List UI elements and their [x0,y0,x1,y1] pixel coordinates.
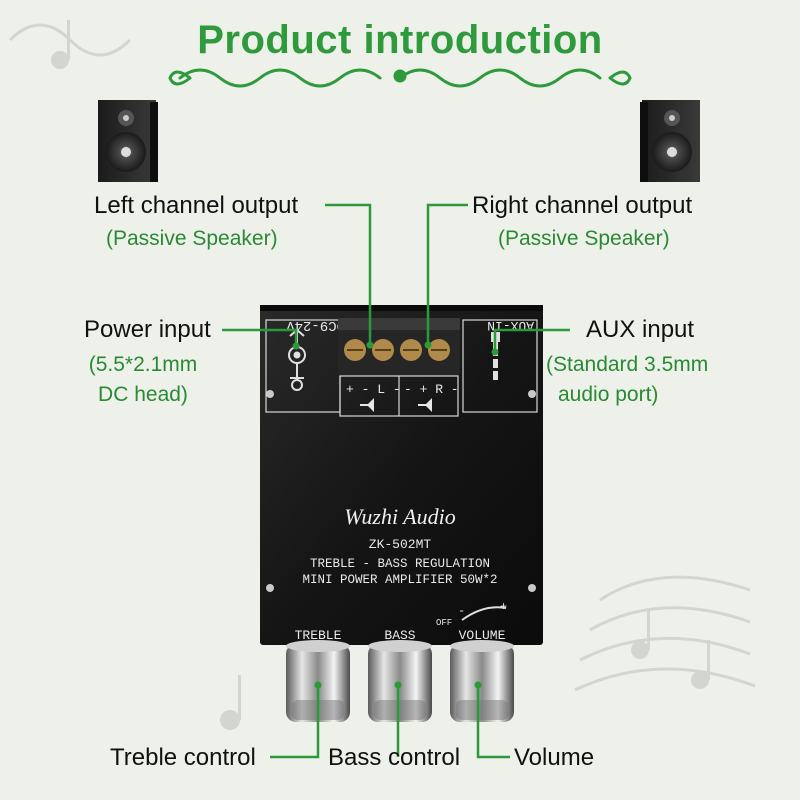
aux-input-label: AUX input [586,316,695,343]
left-channel-output-label: Left channel output [94,192,299,219]
aux-input-note: (Standard 3.5mm audio port) [546,350,726,410]
bass-control-label: Bass control [328,744,461,771]
right-speaker-icon [640,100,700,182]
left-speaker-icon [98,100,158,182]
right-terminal-label: - + R - [404,382,459,397]
page-title: Product introduction [197,18,603,62]
leader-endpoint-dots [292,341,499,689]
bass-knob-label: BASS [384,628,415,643]
power-input-label: Power input [84,316,211,343]
power-note-line2: DC head) [98,383,188,406]
volume-arc-icon [461,606,507,621]
music-note-icon [51,20,710,730]
aux-note-line2: audio port) [558,383,659,406]
bass-knob[interactable] [368,640,432,722]
board-line1-text: TREBLE - BASS REGULATION [310,557,490,571]
power-input-note: (5.5*2.1mm DC head) [88,350,198,410]
brand-text: Wuzhi Audio [344,504,455,529]
ornament-divider [168,68,632,88]
speaker-terminal-block [344,339,450,361]
treble-control-label: Treble control [110,744,256,771]
treble-knob-label: TREBLE [295,628,342,643]
power-rating-text: DC9-24V [286,317,345,333]
leader-lines [222,203,570,759]
amplifier-board: DC9-24V + - L - - + R - [260,305,543,645]
off-text: OFF [436,618,452,628]
model-text: ZK-502MT [369,537,432,552]
power-note-line1: (5.5*2.1mm [88,353,198,376]
volume-label: Volume [514,744,595,771]
volume-knob[interactable] [450,640,514,722]
volume-knob-label: VOLUME [459,628,506,643]
right-channel-output-label: Right channel output [472,192,693,219]
minus-text: - [458,604,465,618]
speaker-symbol-icon [360,398,432,412]
aux-note-line1: (Standard 3.5mm [546,353,709,376]
left-channel-note: (Passive Speaker) [106,227,278,250]
right-channel-note: (Passive Speaker) [498,227,670,250]
board-line2-text: MINI POWER AMPLIFIER 50W*2 [302,573,497,587]
left-terminal-label: + - L - [346,382,401,397]
